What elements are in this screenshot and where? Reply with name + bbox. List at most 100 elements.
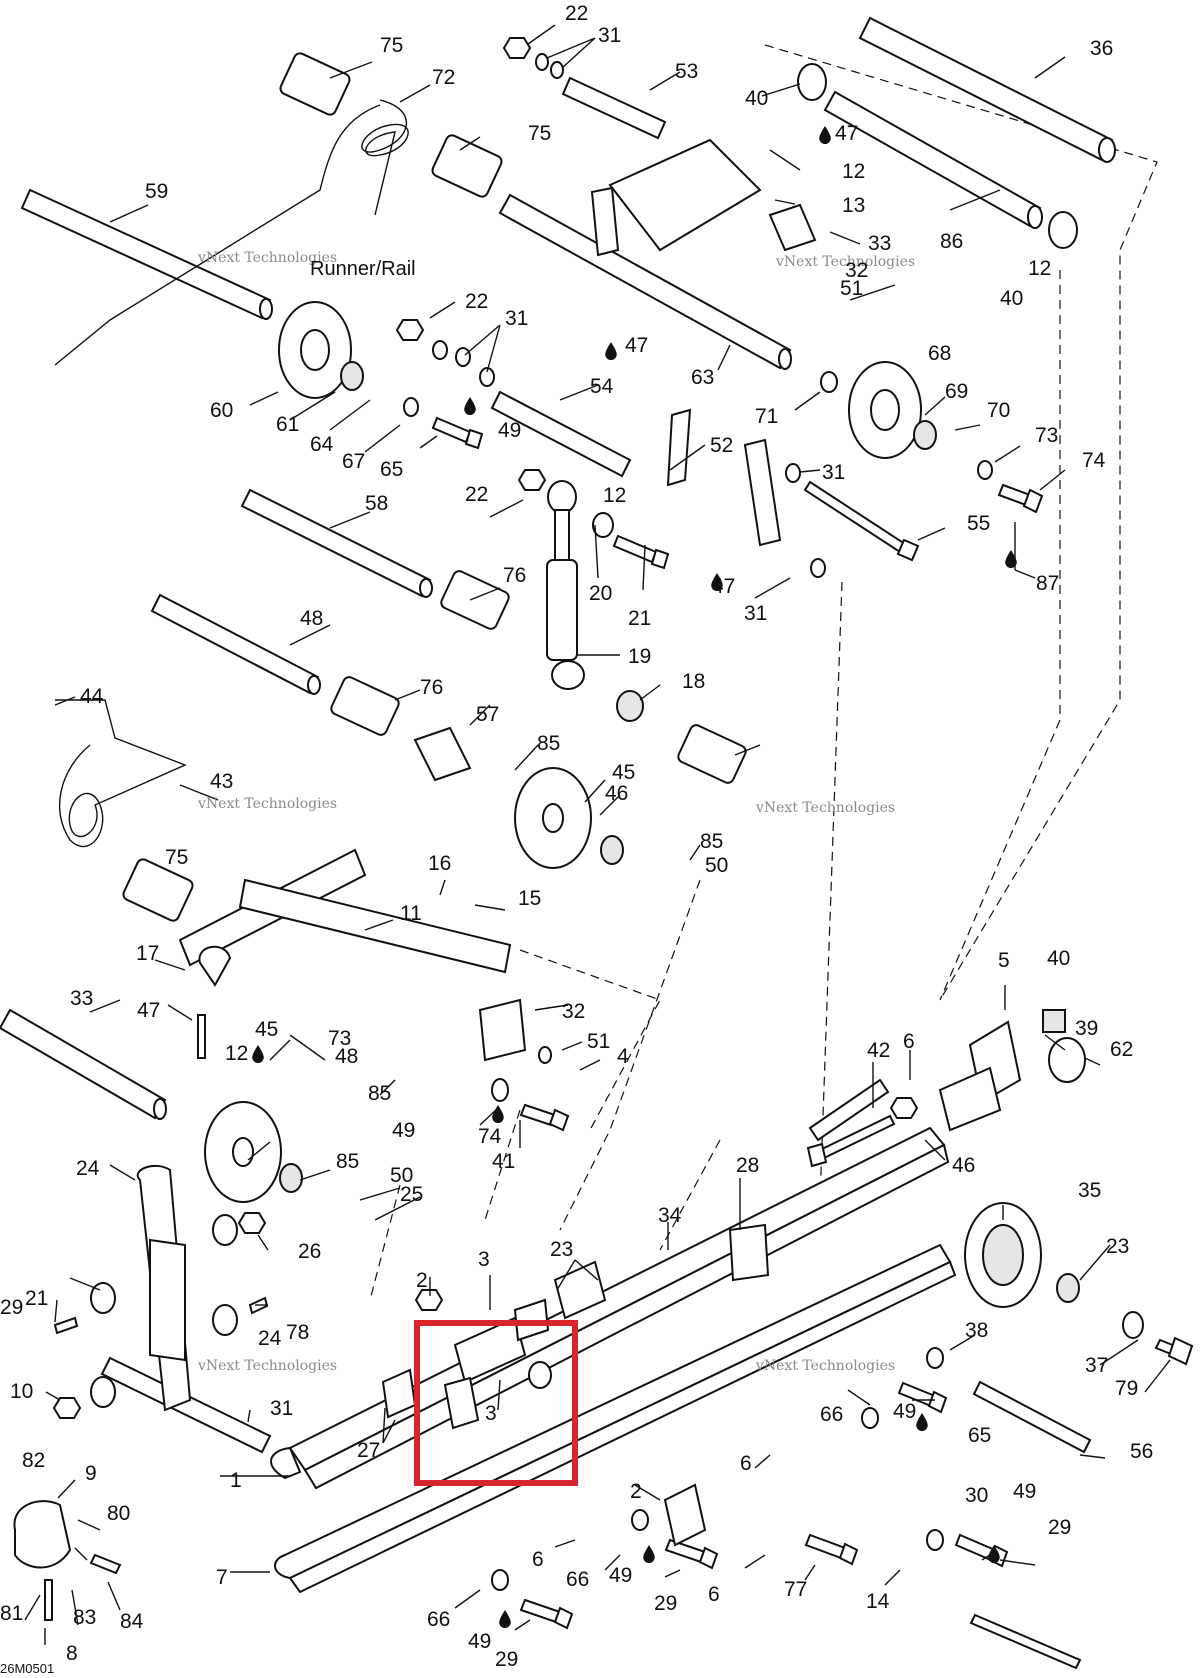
part-label-45: 45 [255,1018,278,1041]
part-label-22: 22 [565,2,588,25]
part-label-65: 65 [968,1424,991,1447]
part-label-76: 76 [420,676,443,699]
part-label-63: 63 [691,366,714,389]
drop-icon [464,397,476,415]
part-label-40: 40 [745,87,768,110]
part-label-74: 74 [478,1125,502,1148]
part-label-34: 34 [658,1204,682,1227]
part-label-11: 11 [400,902,422,925]
part-label-42: 42 [867,1039,890,1062]
watermark-text: vNext Technologies [775,254,915,270]
part-label-72: 72 [432,66,455,89]
part-label-82: 82 [22,1449,45,1472]
part-label-31: 31 [822,461,845,484]
part-label-75: 75 [165,846,188,869]
drop-icon [988,1545,1000,1563]
part-label-79: 79 [1115,1377,1138,1400]
sliders-and-hooks [13,945,707,1569]
part-label-70: 70 [987,399,1010,422]
part-label-85: 85 [368,1082,391,1105]
part-label-76: 76 [503,564,526,587]
bearings-and-washers [90,53,1144,1591]
part-label-27: 27 [357,1439,380,1462]
part-label-23: 23 [1106,1235,1129,1258]
watermark-text: vNext Technologies [197,796,337,812]
watermark-text: vNext Technologies [197,1358,337,1374]
part-label-29: 29 [654,1592,677,1615]
part-label-6: 6 [532,1548,544,1571]
springs [54,99,409,848]
part-label-87: 87 [1036,572,1059,595]
part-label-65: 65 [380,458,403,481]
drop-icon [252,1045,264,1063]
part-label-2: 2 [630,1480,642,1503]
part-label-33: 33 [868,232,891,255]
part-label-80: 80 [107,1502,130,1525]
part-label-10: 10 [10,1380,33,1403]
part-label-59: 59 [145,180,168,203]
part-label-16: 16 [428,852,451,875]
part-label-40: 40 [1000,287,1023,310]
part-label-18: 18 [682,670,705,693]
part-label-6: 6 [708,1583,720,1606]
part-label-31: 31 [270,1397,293,1420]
part-label-22: 22 [465,290,488,313]
part-label-58: 58 [365,492,388,515]
drop-icon [916,1413,928,1431]
part-label-60: 60 [210,399,233,422]
part-label-47: 47 [835,122,858,145]
leader-lines [24,24,1171,1645]
part-label-29: 29 [1048,1516,1071,1539]
part-label-73: 73 [1035,424,1058,447]
part-label-32: 32 [845,259,868,282]
part-label-23: 23 [550,1238,573,1261]
part-label-49: 49 [609,1564,632,1587]
part-label-47: 47 [137,999,160,1022]
part-label-61: 61 [276,413,299,436]
part-label-49: 49 [893,1400,916,1423]
wheels [204,301,1042,1308]
part-label-21: 21 [628,607,651,630]
highlight-box [414,1320,578,1486]
part-label-85: 85 [700,830,723,853]
part-label-71: 71 [755,405,778,428]
part-label-29: 29 [495,1648,518,1671]
arms-and-brackets [136,138,1022,1412]
part-label-31: 31 [744,602,767,625]
part-label-2: 2 [416,1269,428,1292]
part-label-49: 49 [498,419,521,442]
part-label-81: 81 [0,1602,23,1625]
part-label-37: 37 [1085,1354,1108,1377]
drop-icon [605,342,617,360]
part-label-78: 78 [286,1321,309,1344]
part-label-9: 9 [85,1462,97,1485]
part-label-48: 48 [300,607,323,630]
part-label-12: 12 [1028,257,1051,280]
part-label-67: 67 [342,450,365,473]
part-label-6: 6 [740,1452,752,1475]
drop-icon [819,126,831,144]
part-label-28: 28 [736,1154,759,1177]
part-label-7: 7 [216,1566,228,1589]
part-label-12: 12 [225,1042,248,1065]
part-label-52: 52 [710,434,733,457]
lubricant-drop-icons [252,126,1017,1628]
part-label-50: 50 [390,1164,413,1187]
sleeves [122,52,747,922]
part-label-68: 68 [928,342,951,365]
part-label-24: 24 [258,1327,282,1350]
watermark-text: vNext Technologies [755,800,895,816]
watermarks: vNext Technologies vNext Technologies vN… [197,250,915,1374]
part-label-47: 47 [625,334,648,357]
part-label-64: 64 [310,433,334,456]
drop-icon [1005,550,1017,568]
part-label-75: 75 [528,122,551,145]
part-label-4: 4 [617,1045,629,1068]
part-label-43: 43 [210,770,233,793]
part-label-20: 20 [589,582,612,605]
part-label-51: 51 [587,1030,610,1053]
part-label-6: 6 [903,1030,915,1053]
part-label-83: 83 [73,1606,96,1629]
